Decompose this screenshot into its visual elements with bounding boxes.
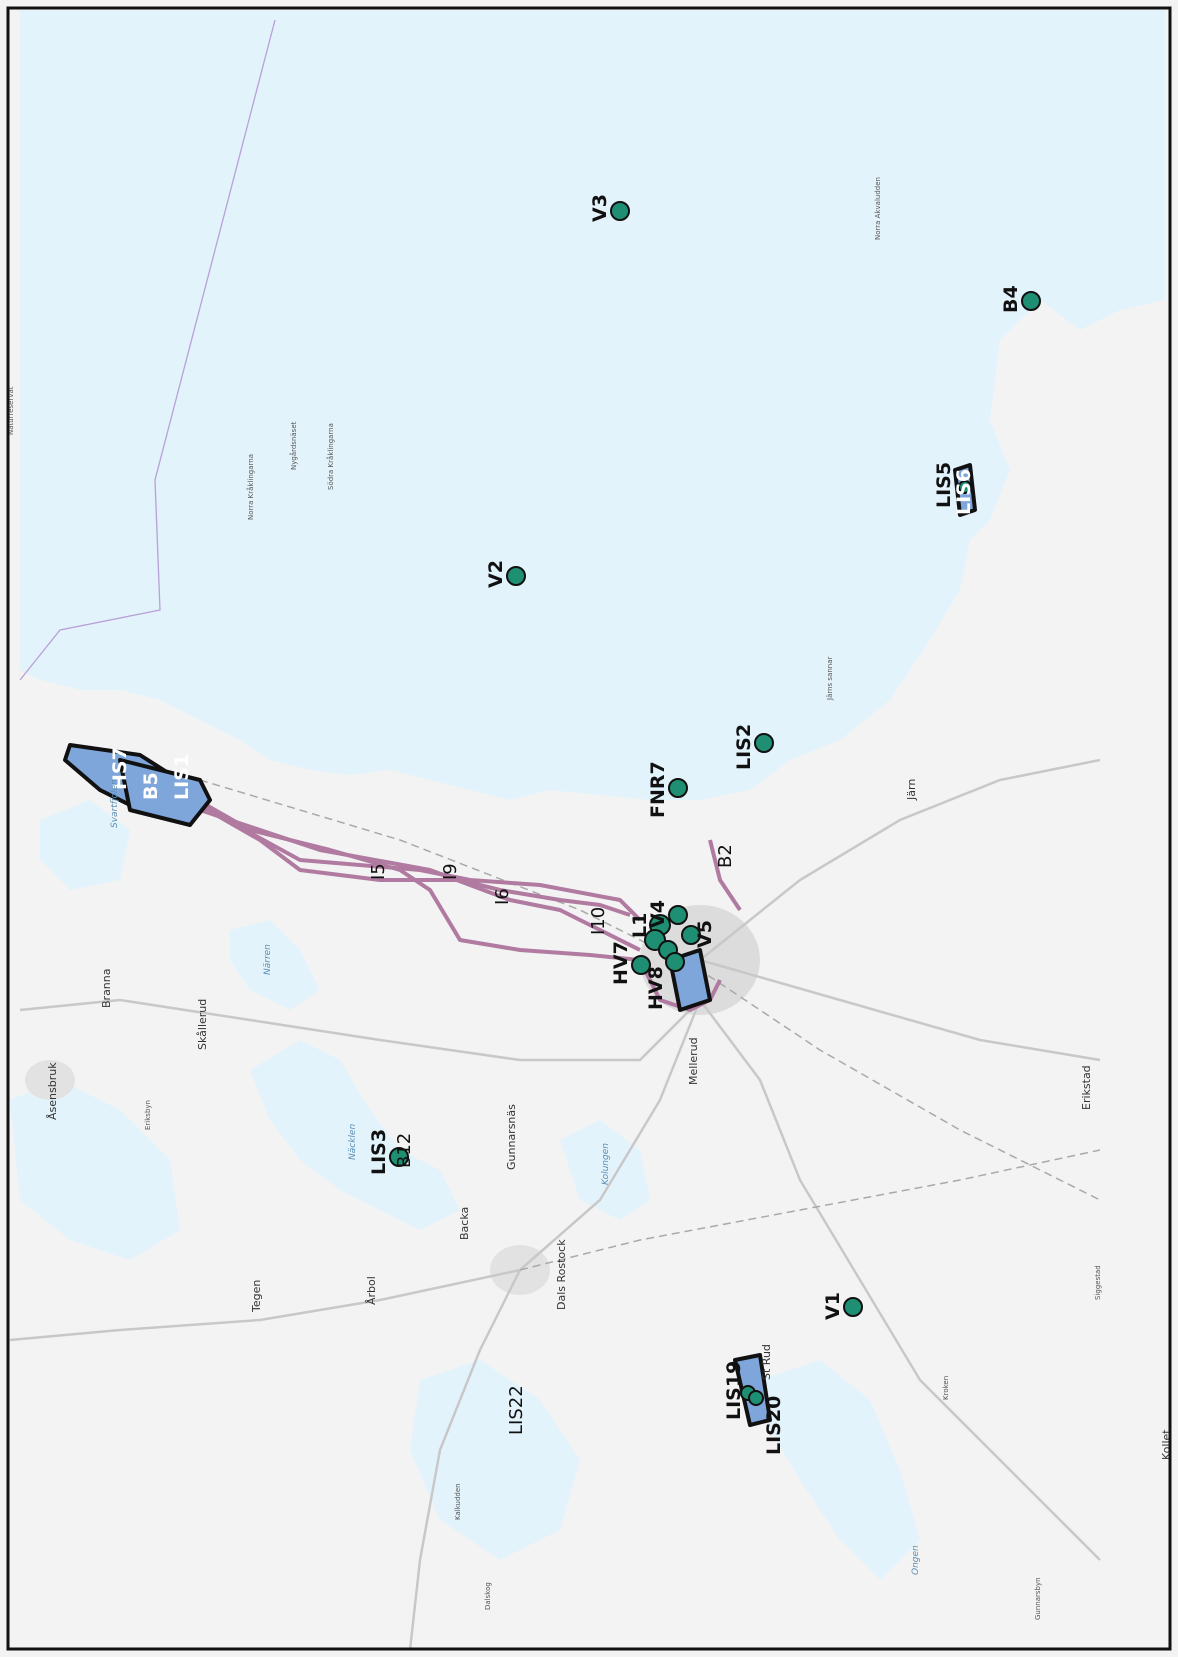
sea-jarns-sannar: Järns sannar	[826, 656, 834, 701]
site-points	[389, 201, 1041, 1406]
place-skallerud: Skållerud	[196, 999, 209, 1050]
label-hv7: HV7	[610, 941, 632, 985]
boundary-line	[19, 19, 276, 681]
place-arbol: Årbol	[365, 1276, 378, 1305]
route-i10	[199, 808, 641, 952]
route-i9	[189, 798, 642, 922]
sea-norra-kraklingarna: Norra Kråklingarna	[246, 454, 255, 520]
lake-north-small	[40, 800, 130, 890]
sea-nygardsnaset: Nygårdsnäset	[289, 421, 298, 470]
route-lines	[179, 788, 742, 1012]
label-lis20: LIS20	[763, 1396, 785, 1455]
label-lis2: LIS2	[733, 724, 755, 770]
place-tegen: Tegen	[250, 1280, 263, 1313]
place-siggestad: Siggestad	[1094, 1265, 1102, 1300]
water-kolungen: Kolungen	[601, 1143, 611, 1185]
label-v3: V3	[589, 194, 611, 222]
site-l1d	[665, 952, 685, 972]
place-st-rud: St Rud	[760, 1344, 773, 1380]
lake-west-cluster	[10, 1080, 180, 1260]
place-gunnarsnas: Gunnarsnäs	[505, 1104, 518, 1170]
label-v1: V1	[822, 1292, 844, 1320]
site-hv7	[631, 955, 651, 975]
label-hs7: HS7	[109, 747, 131, 790]
lake-nacklen	[250, 1040, 460, 1230]
label-hv8: HV8	[645, 966, 667, 1010]
site-fnr7	[668, 778, 688, 798]
place-jarn: Järn	[905, 779, 918, 801]
site-b4	[1021, 291, 1041, 311]
place-asensbruk: Åsensbruk	[46, 1062, 59, 1120]
place-dals-rostock: Dals Rostock	[555, 1239, 568, 1310]
place-kalkudden: Kalkudden	[454, 1483, 462, 1520]
place-branna: Branna	[100, 969, 113, 1009]
place-mellerud: Mellerud	[687, 1037, 700, 1085]
route-south	[638, 959, 722, 1012]
label-lis5: LIS5	[933, 462, 955, 508]
label-lis19: LIS19	[723, 1361, 745, 1420]
label-i9: I9	[440, 863, 461, 880]
label-fnr7: FNR7	[647, 761, 669, 818]
label-lis1: LIS1	[171, 754, 193, 800]
place-backa: Backa	[458, 1207, 471, 1240]
lake-ongen	[760, 1360, 920, 1580]
water-labels: Närren Näcklen Kolungen Ongen Svartfjole…	[110, 779, 921, 1575]
label-b2: B2	[715, 844, 736, 868]
water-nacklen: Näcklen	[348, 1124, 358, 1160]
sea-labels: Norra Kråklingarna Södra Kråklingarna Na…	[7, 177, 882, 701]
site-v3	[610, 201, 630, 221]
site-v5	[681, 925, 701, 945]
place-dalskog: Dalskog	[484, 1582, 492, 1610]
line-labels: I5 I9 I6 I10 B2 LIS22	[368, 844, 736, 1435]
route-b2	[708, 839, 742, 912]
water-narren: Närren	[263, 944, 273, 975]
site-lis2	[754, 733, 774, 753]
label-lis3: LIS3	[368, 1129, 390, 1175]
site-lis3	[389, 1147, 409, 1167]
label-i10: I10	[588, 907, 609, 935]
label-v5: V5	[694, 920, 716, 948]
label-lis6: LIS6	[953, 469, 975, 515]
site-v1	[843, 1297, 863, 1317]
sea-norra-akvaludden: Norra Akvaludden	[874, 177, 882, 240]
lake-southwest	[410, 1360, 580, 1560]
sea-naturreservat: Naturreservat	[7, 386, 15, 435]
label-v2: V2	[485, 560, 507, 588]
label-b4: B4	[1000, 285, 1022, 313]
place-kroken: Kroken	[942, 1376, 950, 1400]
site-v4	[668, 905, 688, 925]
lake-kolungen	[560, 1120, 650, 1220]
label-b5: B5	[140, 772, 162, 800]
label-b12: B12	[394, 1133, 415, 1168]
map-border	[6, 6, 1172, 1651]
point-labels: V3 V2 B4 V1 FNR7 LIS2 LIS3 LIS5 LIS6 HS7…	[109, 194, 1022, 1455]
site-lis20	[748, 1390, 764, 1406]
place-erikstad: Erikstad	[1080, 1065, 1093, 1110]
water-ongen: Ongen	[911, 1545, 921, 1575]
place-eriksbyn: Eriksbyn	[144, 1100, 152, 1130]
site-v2	[506, 566, 526, 586]
label-l1: L1	[629, 913, 651, 938]
town-asensbruk	[25, 1060, 75, 1100]
road-network	[9, 758, 1101, 1651]
water-svartfjolen: Svartfjolen	[110, 779, 120, 828]
site-lis5	[958, 480, 972, 494]
area-b5-lis1	[118, 758, 212, 827]
place-gunnarsbyn: Gunnarsbyn	[1034, 1577, 1042, 1620]
label-lis22: LIS22	[506, 1385, 527, 1435]
sea-sodra-kraklingarna: Södra Kråklingarna	[326, 423, 335, 490]
label-i6: I6	[492, 888, 513, 905]
place-labels: Åsensbruk Skållerud Mellerud Dals Rostoc…	[46, 779, 1173, 1620]
label-i5: I5	[368, 863, 389, 880]
lake-vanern	[20, 10, 1165, 800]
lake-narren	[230, 920, 320, 1010]
label-v4: V4	[647, 900, 669, 928]
